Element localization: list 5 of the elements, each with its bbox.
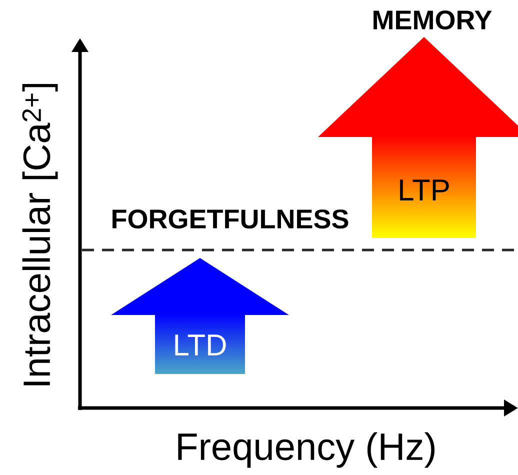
axis-title: Frequency (Hz) <box>178 432 435 468</box>
axis-title: Intracellular [Ca$^{2+}$] <box>22 84 58 386</box>
node-label: LTD <box>175 334 226 356</box>
node-label: LTP <box>400 180 449 200</box>
annotation-label: FORGETFULNESS <box>112 209 348 229</box>
